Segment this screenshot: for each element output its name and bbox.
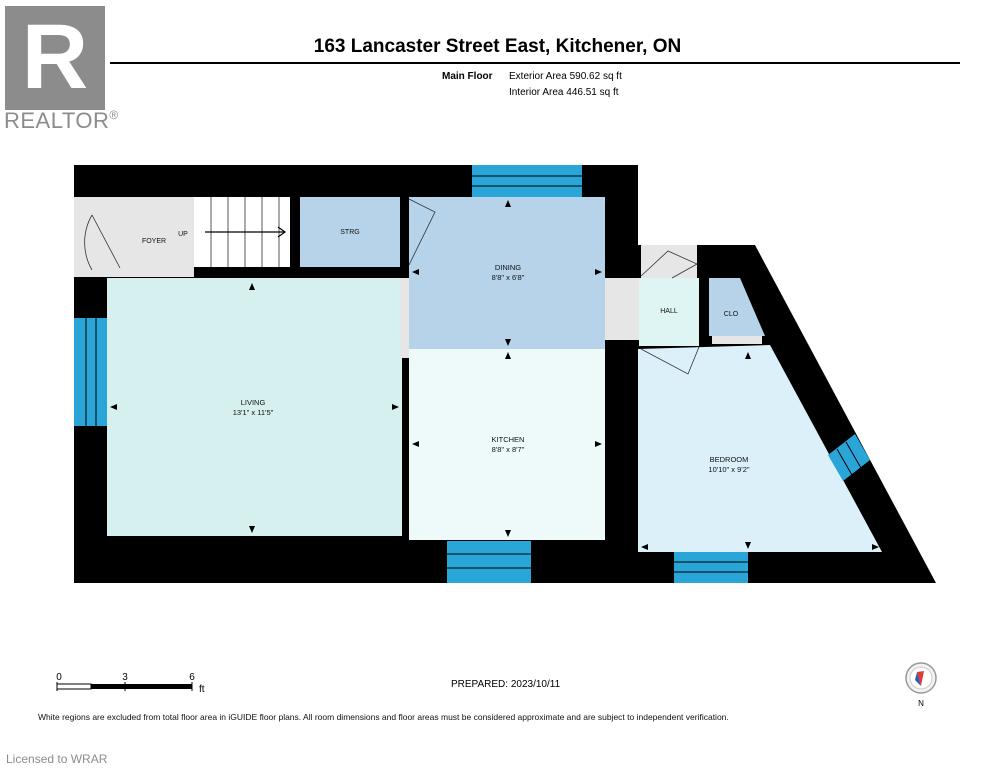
dims-living: 13'1" x 11'5"	[233, 408, 274, 417]
scale-tick-0: 0	[56, 672, 62, 683]
realtor-wordmark: REALTOR®	[4, 108, 119, 134]
label-foyer: FOYER	[142, 238, 166, 245]
living-doorway	[400, 278, 409, 358]
hall-entry	[641, 245, 697, 278]
scale-tick-6: 6	[189, 672, 195, 683]
license-text: Licensed to WRAR	[6, 752, 108, 766]
title-divider	[110, 62, 960, 64]
interior-area: Interior Area 446.51 sq ft	[509, 87, 619, 98]
window-top-dining	[472, 165, 582, 197]
label-up: UP	[178, 231, 188, 238]
scale-tick-3: 3	[122, 672, 128, 683]
exterior-area: Exterior Area 590.62 sq ft	[509, 71, 622, 82]
hall-door-swing	[640, 250, 698, 279]
label-bedroom: BEDROOM	[710, 455, 749, 464]
room-foyer	[74, 197, 194, 277]
label-closet: CLO	[724, 311, 739, 318]
realtor-logo-icon: R	[5, 6, 105, 110]
prepared-date: PREPARED: 2023/10/11	[451, 679, 561, 690]
window-diagonal-bedroom	[828, 434, 870, 481]
label-dining: DINING	[495, 263, 521, 272]
label-hall: HALL	[660, 308, 678, 315]
compass-icon: N	[905, 662, 937, 708]
room-hall	[639, 278, 699, 346]
window-left-living	[74, 318, 107, 426]
wordmark-text: REALTOR	[4, 108, 110, 133]
page-title: 163 Lancaster Street East, Kitchener, ON	[313, 36, 682, 57]
dimension-markers	[110, 200, 879, 550]
logo-letter: R	[22, 6, 88, 108]
room-storage	[300, 197, 400, 267]
scale-bar: 0 3 6 ft	[56, 672, 205, 695]
bedroom-door-swing	[640, 346, 700, 375]
dining-door-swing	[408, 198, 436, 266]
compass-north-label: N	[918, 699, 924, 708]
room-kitchen	[409, 349, 605, 540]
stair-arrow-head	[277, 226, 287, 238]
window-bottom-kitchen	[447, 541, 531, 583]
scale-unit: ft	[199, 684, 205, 695]
room-dining	[409, 197, 605, 349]
dims-dining: 8'8" x 6'8"	[492, 273, 525, 282]
dims-bedroom: 10'10" x 9'2"	[708, 465, 749, 474]
label-storage: STRG	[340, 229, 359, 236]
window-bottom-bedroom	[674, 552, 748, 583]
room-living	[107, 278, 402, 536]
disclaimer-text: White regions are excluded from total fl…	[38, 712, 729, 722]
label-kitchen: KITCHEN	[492, 435, 525, 444]
registered-mark: ®	[109, 108, 119, 122]
room-closet	[709, 278, 765, 336]
room-bedroom	[638, 345, 882, 552]
label-living: LIVING	[241, 398, 266, 407]
dims-kitchen: 8'8" x 8'7"	[492, 445, 525, 454]
closet-threshold	[712, 336, 762, 344]
floor-label: Main Floor	[442, 71, 493, 82]
entry-door-swing	[84, 214, 121, 271]
passage-dining-hall	[605, 278, 639, 340]
